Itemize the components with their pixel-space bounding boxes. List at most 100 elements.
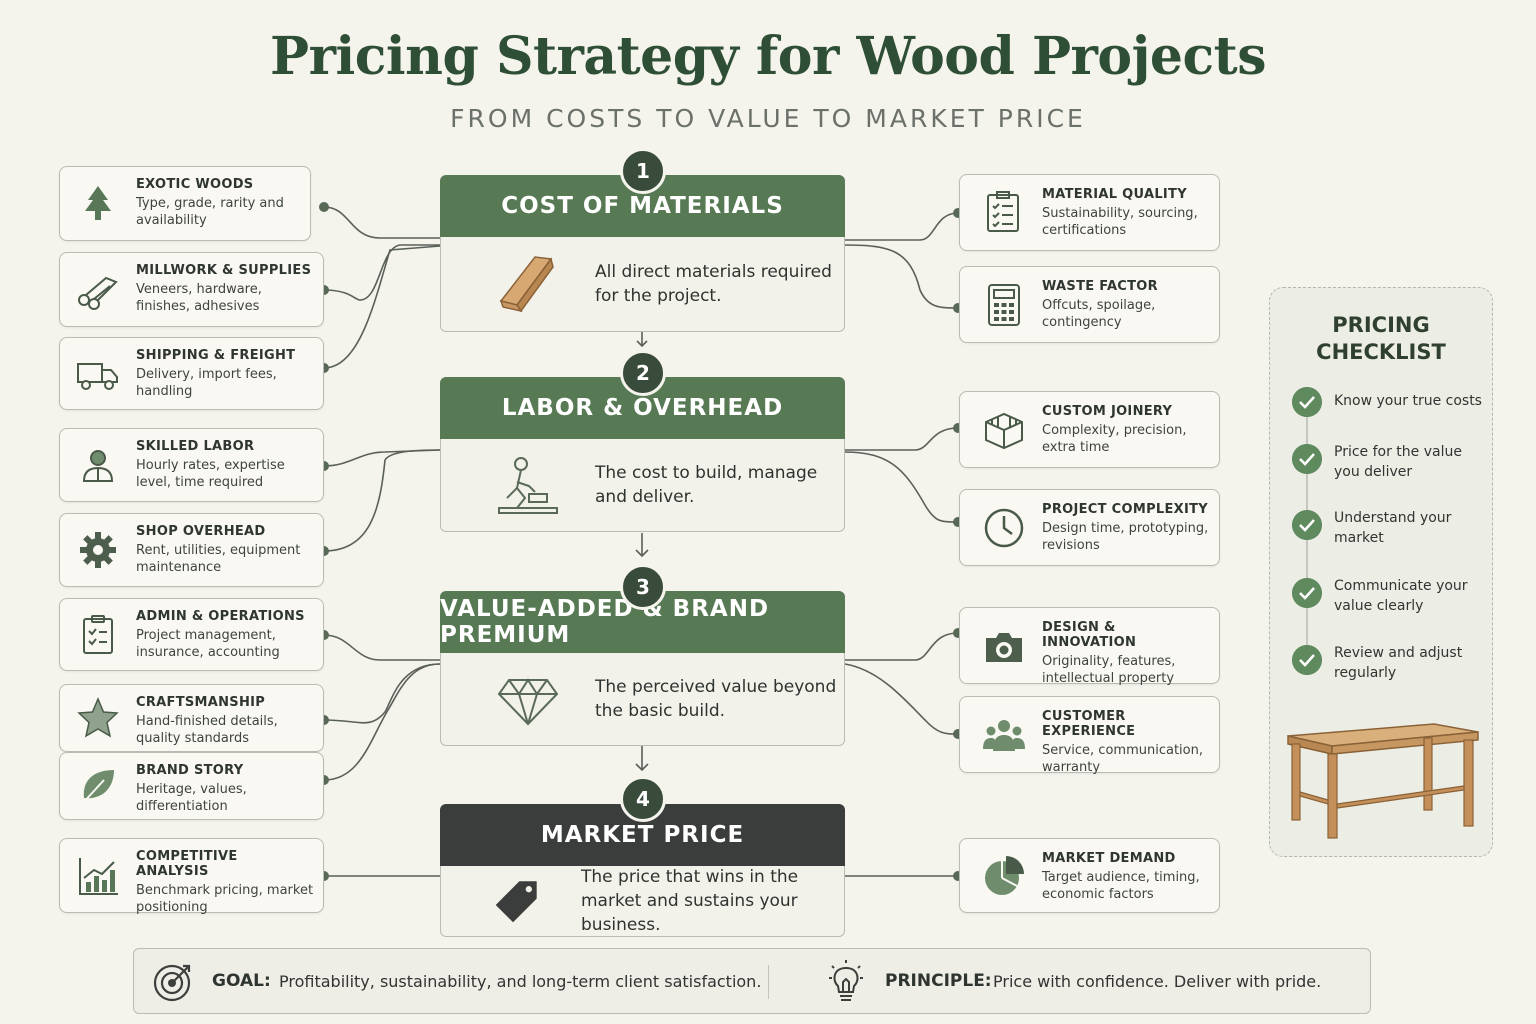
checklist-item-label: Price for the value you deliver xyxy=(1334,444,1462,480)
card-desc: Veneers, hardware, finishes, adhesives xyxy=(136,282,262,314)
card-project-complexity: PROJECT COMPLEXITY Design time, prototypi… xyxy=(959,489,1220,566)
tree-icon xyxy=(85,185,111,220)
principle-label: PRINCIPLE: xyxy=(885,971,992,991)
target-icon xyxy=(153,964,191,1002)
step-value-added-brand-premium: VALUE-ADDED & BRAND PREMIUM The perceive… xyxy=(440,591,845,746)
card-title: MARKET DEMAND xyxy=(1042,851,1176,866)
card-desc: Heritage, values, differentiation xyxy=(136,782,247,814)
card-material-quality: MATERIAL QUALITY Sustainability, sourcing… xyxy=(959,174,1220,251)
goal-label: GOAL: xyxy=(212,971,271,991)
page-subtitle: FROM COSTS TO VALUE TO MARKET PRICE xyxy=(450,104,1086,133)
card-millwork-supplies: MILLWORK & SUPPLIES Veneers, hardware, fi… xyxy=(59,252,324,327)
truck-icon xyxy=(77,362,118,390)
card-title: BRAND STORY xyxy=(136,763,244,778)
card-desc: Sustainability, sourcing, certifications xyxy=(1042,206,1198,238)
check-icon xyxy=(1292,645,1322,675)
card-title: SKILLED LABOR xyxy=(136,439,255,454)
footer-divider xyxy=(768,965,769,999)
camera-icon xyxy=(986,632,1022,662)
step-desc: The perceived value beyond the basic bui… xyxy=(595,677,837,721)
people-icon xyxy=(983,719,1025,751)
card-desc: Originality, features, intellectual prop… xyxy=(1042,654,1176,686)
goal-text: Profitability, sustainability, and long-… xyxy=(279,972,762,991)
card-title: MILLWORK & SUPPLIES xyxy=(136,263,312,278)
checklist-title-line1: PRICING xyxy=(1332,313,1430,337)
checklist-title-line2: CHECKLIST xyxy=(1316,340,1446,364)
card-title: SHOP OVERHEAD xyxy=(136,524,266,539)
checklist-item-label: Communicate your value clearly xyxy=(1334,578,1468,614)
lumber-icon xyxy=(78,276,118,310)
star-icon xyxy=(77,697,119,738)
clipboard-icon xyxy=(83,614,113,654)
card-title: SHIPPING & FREIGHT xyxy=(136,348,296,363)
card-brand-story: BRAND STORY Heritage, values, differentia… xyxy=(59,752,324,820)
step-number-badge: 2 xyxy=(620,350,666,396)
card-desc: Complexity, precision, extra time xyxy=(1042,423,1187,455)
step-labor-overhead: LABOR & OVERHEAD The cost to build, mana… xyxy=(440,377,845,532)
card-desc: Delivery, import fees, handling xyxy=(136,367,277,399)
card-competitive-analysis: COMPETITIVE ANALYSIS Benchmark pricing, m… xyxy=(59,838,324,915)
card-title: CRAFTSMANSHIP xyxy=(136,695,266,710)
card-title: MATERIAL QUALITY xyxy=(1042,187,1187,202)
leaf-icon xyxy=(81,770,114,805)
card-desc: Design time, prototyping, revisions xyxy=(1042,521,1209,553)
step-desc: All direct materials required for the pr… xyxy=(595,262,832,306)
check-icon xyxy=(1292,578,1322,608)
card-desc: Benchmark pricing, market positioning xyxy=(136,883,314,915)
card-title: DESIGN & INNOVATION xyxy=(1042,620,1137,650)
card-exotic-woods: EXOTIC WOODS Type, grade, rarity and avai… xyxy=(59,166,311,241)
wood-plank-icon xyxy=(499,256,554,313)
step-number-badge: 3 xyxy=(620,564,666,610)
price-tag-icon xyxy=(495,881,537,923)
card-admin-operations: ADMIN & OPERATIONS Project management, in… xyxy=(59,598,324,671)
step-desc: The cost to build, manage and deliver. xyxy=(595,463,818,507)
card-desc: Project management, insurance, accountin… xyxy=(136,628,280,660)
step-cost-of-materials: COST OF MATERIALS All direct materials r… xyxy=(440,175,845,332)
pie-chart-icon xyxy=(985,855,1024,895)
card-shipping-freight: SHIPPING & FREIGHT Delivery, import fees,… xyxy=(59,337,324,410)
page-title: Pricing Strategy for Wood Projects xyxy=(270,26,1266,87)
worker-avatar-icon xyxy=(82,450,114,482)
step-number-badge: 1 xyxy=(620,148,666,194)
card-title: ADMIN & OPERATIONS xyxy=(136,609,305,624)
bar-chart-icon xyxy=(79,857,118,895)
step-desc: The price that wins in the market and su… xyxy=(581,867,799,935)
check-icon xyxy=(1292,444,1322,474)
card-title: CUSTOM JOINERY xyxy=(1042,404,1173,419)
calculator-icon xyxy=(988,283,1020,326)
card-title: CUSTOMER EXPERIENCE xyxy=(1042,709,1136,739)
card-desc: Hourly rates, expertise level, time requ… xyxy=(136,458,285,490)
clock-icon xyxy=(984,508,1024,547)
step-number-badge: 4 xyxy=(620,776,666,822)
lightbulb-icon xyxy=(829,960,863,1001)
diamond-icon xyxy=(497,678,559,726)
card-desc: Rent, utilities, equipment maintenance xyxy=(136,543,301,575)
card-market-demand: MARKET DEMAND Target audience, timing, ec… xyxy=(959,838,1220,913)
card-design-innovation: DESIGN & INNOVATION Originality, features… xyxy=(959,607,1220,686)
joinery-box-icon xyxy=(985,412,1023,449)
card-shop-overhead: SHOP OVERHEAD Rent, utilities, equipment … xyxy=(59,513,324,587)
pricing-checklist-panel: PRICING CHECKLIST Know your true costs P… xyxy=(1269,287,1493,857)
checklist-title: PRICING CHECKLIST xyxy=(1270,312,1492,366)
card-title: COMPETITIVE ANALYSIS xyxy=(136,849,238,879)
card-desc: Offcuts, spoilage, contingency xyxy=(1042,298,1156,330)
checklist-icon xyxy=(987,190,1019,232)
card-desc: Target audience, timing, economic factor… xyxy=(1042,870,1200,902)
card-custom-joinery: CUSTOM JOINERY Complexity, precision, ext… xyxy=(959,391,1220,468)
card-title: PROJECT COMPLEXITY xyxy=(1042,502,1209,517)
card-desc: Type, grade, rarity and availability xyxy=(136,196,284,228)
checklist-item-label: Review and adjust regularly xyxy=(1334,645,1463,681)
check-icon xyxy=(1292,387,1322,417)
gear-icon xyxy=(80,532,116,568)
wooden-table-illustration xyxy=(1287,723,1479,839)
footer-bar: GOAL: Profitability, sustainability, and… xyxy=(133,948,1371,1014)
step-market-price: MARKET PRICE The price that wins in the … xyxy=(440,804,845,937)
card-waste-factor: WASTE FACTOR Offcuts, spoilage, contingen… xyxy=(959,266,1220,343)
principle-text: Price with confidence. Deliver with prid… xyxy=(993,972,1322,991)
card-title: EXOTIC WOODS xyxy=(136,177,254,192)
step-title: LABOR & OVERHEAD xyxy=(440,377,845,439)
card-title: WASTE FACTOR xyxy=(1042,279,1158,294)
checklist-item-label: Understand your market xyxy=(1334,510,1452,546)
